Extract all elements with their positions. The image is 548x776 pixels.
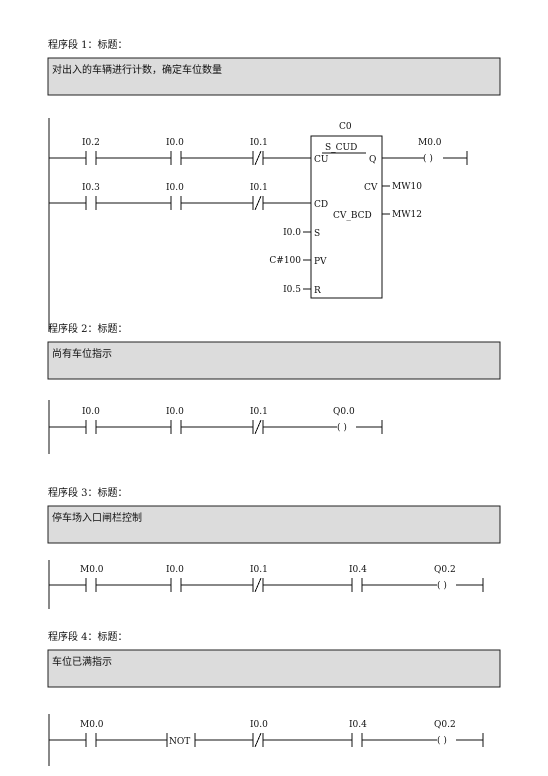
- label-i01-r2: I0.1: [250, 183, 268, 193]
- network-1-comment-box: [47, 57, 501, 96]
- input-r: I0.5: [283, 285, 301, 295]
- network-3-comment-box: [47, 505, 501, 544]
- label-coil-m00: M0.0: [418, 138, 442, 148]
- pin-pv: PV: [314, 257, 327, 267]
- counter-block-s-cud: [310, 135, 383, 299]
- label-n4-c2: I0.0: [250, 720, 268, 730]
- label-n3-c4: I0.4: [349, 565, 367, 575]
- label-n2-c1: I0.0: [82, 407, 100, 417]
- label-n4-c3: I0.4: [349, 720, 367, 730]
- pin-cd: CD: [314, 200, 328, 210]
- label-i00-r2: I0.0: [166, 183, 184, 193]
- label-n3-coil: Q0.2: [434, 565, 456, 575]
- network-1-comment: 对出入的车辆进行计数，确定车位数量: [52, 63, 222, 76]
- label-i03: I0.3: [82, 183, 100, 193]
- coil-q02-n3: ( ): [437, 580, 447, 591]
- pin-cu: CU: [314, 155, 329, 165]
- input-s: I0.0: [283, 228, 301, 238]
- not-label: NOT: [169, 737, 190, 747]
- pin-cv-bcd: CV_BCD: [333, 211, 372, 221]
- output-cv-bcd: MW12: [392, 210, 422, 220]
- output-cv: MW10: [392, 182, 422, 192]
- pin-cv: CV: [364, 183, 378, 193]
- network-4-heading: 程序段 4：标题：: [48, 630, 128, 643]
- coil-q00: ( ): [337, 422, 347, 433]
- pin-q: Q: [369, 155, 376, 165]
- network-4-comment-box: [47, 649, 501, 688]
- pin-s: S: [314, 229, 320, 239]
- label-n2-c3: I0.1: [250, 407, 268, 417]
- counter-name: C0: [339, 122, 352, 132]
- label-n3-c1: M0.0: [80, 565, 104, 575]
- label-n3-c3: I0.1: [250, 565, 268, 575]
- network-2-comment-box: [47, 341, 501, 380]
- label-i00-r1: I0.0: [166, 138, 184, 148]
- network-3-comment: 停车场入口闸栏控制: [52, 511, 142, 524]
- label-i01-r1: I0.1: [250, 138, 268, 148]
- label-n4-c1: M0.0: [80, 720, 104, 730]
- network-3-heading: 程序段 3：标题：: [48, 486, 128, 499]
- coil-m00: ( ): [423, 153, 433, 164]
- label-n3-c2: I0.0: [166, 565, 184, 575]
- network-2-heading: 程序段 2：标题：: [48, 322, 128, 335]
- network-4-comment: 车位已满指示: [52, 655, 112, 668]
- network-2-comment: 尚有车位指示: [52, 347, 112, 360]
- label-n4-coil: Q0.2: [434, 720, 456, 730]
- input-pv: C#100: [269, 256, 301, 266]
- label-i02: I0.2: [82, 138, 100, 148]
- label-n2-c2: I0.0: [166, 407, 184, 417]
- label-n2-coil: Q0.0: [333, 407, 355, 417]
- pin-r: R: [314, 286, 321, 296]
- counter-type: S_CUD: [325, 143, 357, 153]
- coil-q02-n4: ( ): [437, 735, 447, 746]
- network-1-heading: 程序段 1：标题：: [48, 38, 128, 51]
